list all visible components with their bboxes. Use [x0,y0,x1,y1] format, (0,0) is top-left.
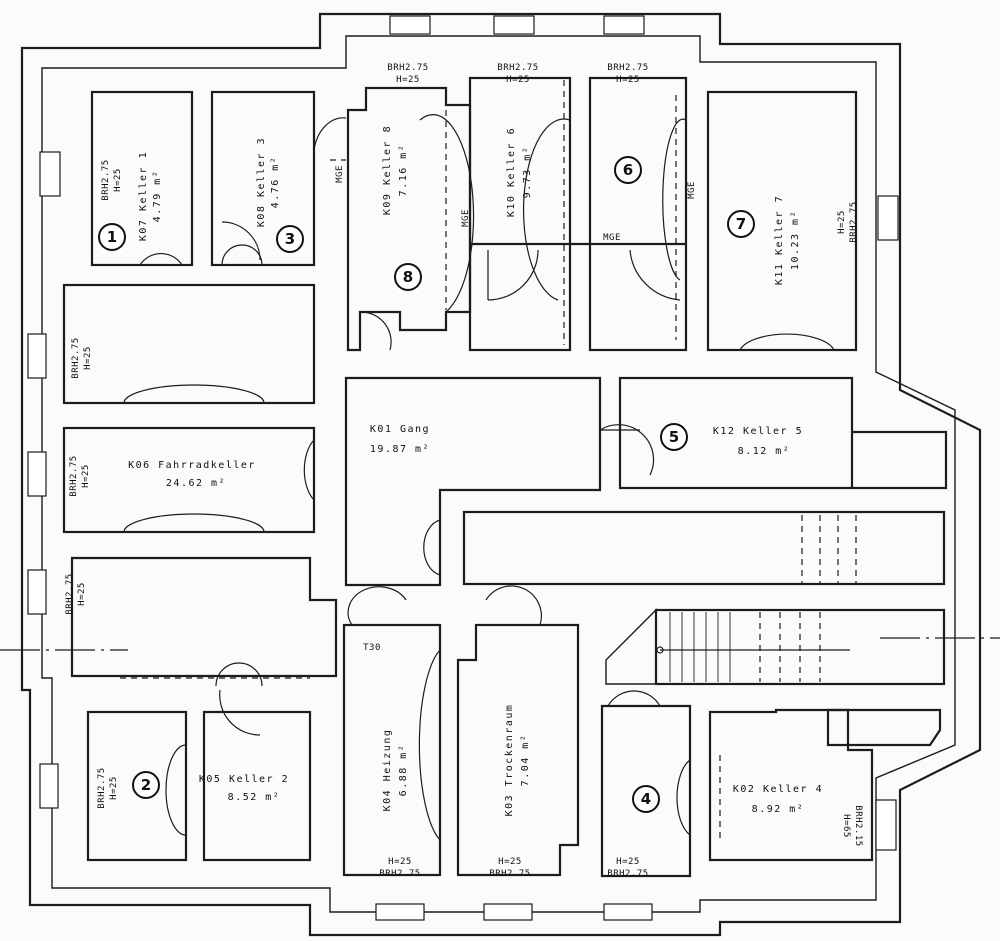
window-k02hall-brh: BRH2.75 [607,869,648,879]
room-k01-area: 19.87 m² [370,444,430,455]
stair-treads [669,612,731,682]
room-k04 [342,623,442,877]
window-k07-h: H=25 [113,168,123,192]
outer-wall [20,12,982,937]
room-k05-area: 8.52 m² [228,792,281,803]
mge-label-3: MGE [603,233,621,243]
room-k09-code: K09 Keller 8 [382,125,393,215]
room-west-lower [70,556,338,678]
room-number-3: 3 [276,225,304,253]
room-k11 [706,90,858,352]
door-k04-label: T30 [363,643,381,653]
window-k10b-brh: BRH2.75 [607,63,648,73]
room-k08-code: K08 Keller 3 [256,137,267,227]
mge-label-1: MGE [335,165,345,183]
room-k02-code: K02 Keller 4 [733,784,823,795]
mge-label-4: MGE [687,181,697,199]
room-k10b [588,76,688,352]
window-k02hall-h: H=25 [616,857,640,867]
window-k02-brh: BRH2.15 [853,805,863,846]
window-k07-brh: BRH2.75 [101,159,111,200]
svg-text:6: 6 [623,161,633,179]
room-k10 [468,76,572,352]
svg-text:7: 7 [736,215,746,233]
window-west-lower-brh: BRH2.75 [65,573,75,614]
mge-label-2: MGE [461,209,471,227]
window-k11-h: H=25 [837,210,847,234]
room-k10-code: K10 Keller 6 [506,127,517,217]
svg-text:2: 2 [141,776,151,794]
room-k10-area: 9.73 m² [522,146,533,199]
room-number-7: 7 [727,210,755,238]
inner-outline [41,35,956,913]
room-k06 [62,426,316,534]
room-k02 [708,708,874,862]
room-k12-area: 8.12 m² [738,446,791,457]
room-k08-area: 4.76 m² [270,156,281,209]
room-k09-area: 7.16 m² [398,144,409,197]
room-k05-code: K05 Keller 2 [199,774,289,785]
window-k04-h: H=25 [388,857,412,867]
window-west-upper-brh: BRH2.75 [71,337,81,378]
room-west-upper [62,283,316,405]
window-k11-brh: BRH2.75 [849,201,859,242]
room-k03-area: 7.04 m² [520,734,531,787]
room-k02-hall [600,704,692,878]
room-k09 [346,86,472,352]
room-number-4: 4 [632,785,660,813]
room-k01-code: K01 Gang [370,424,430,435]
room-k06-code: K06 Fahrradkeller [128,460,256,471]
window-k03-brh: BRH2.75 [489,869,530,879]
room-k07-code: K07 Keller 1 [138,151,149,241]
room-k11-code: K11 Keller 7 [774,195,785,285]
room-k04-area: 6.88 m² [398,744,409,797]
window-k10-brh: BRH2.75 [497,63,538,73]
room-k12-code: K12 Keller 5 [713,426,803,437]
room-k03-code: K03 Trockenraum [504,704,515,817]
window-k09-h: H=25 [396,75,420,85]
room-k08 [210,90,316,267]
room-number-5: 5 [660,423,688,451]
room-k03 [456,623,580,877]
room-k11-area: 10.23 m² [790,210,801,270]
room-k06-area: 24.62 m² [166,478,226,489]
window-k10-h: H=25 [506,75,530,85]
svg-text:8: 8 [403,268,413,286]
window-k05-brh: BRH2.75 [97,767,107,808]
window-k02-h: H=65 [841,814,851,838]
room-number-6: 6 [614,156,642,184]
svg-text:5: 5 [669,428,679,446]
room-k04-code: K04 Heizung [382,729,393,812]
room-mid-corridor [462,510,946,586]
svg-text:1: 1 [107,228,117,246]
window-k03-h: H=25 [498,857,522,867]
room-k05-a [86,710,188,862]
room-k07-area: 4.79 m² [152,170,163,223]
window-k10b-h: H=25 [616,75,640,85]
window-west-upper-h: H=25 [83,346,93,370]
window-k09-brh: BRH2.75 [387,63,428,73]
room-k07 [90,90,194,267]
room-number-1: 1 [98,223,126,251]
room-k01 [344,376,602,587]
door-k08 [221,221,261,261]
window-k06-brh: BRH2.75 [69,455,79,496]
window-k06-h: H=25 [81,464,91,488]
window-west-lower-h: H=25 [77,582,87,606]
door-k07 [139,252,183,266]
window-k05-h: H=25 [109,776,119,800]
room-k02-area: 8.92 m² [752,804,805,815]
room-k05 [202,710,312,862]
svg-text:4: 4 [641,790,651,808]
room-number-2: 2 [132,771,160,799]
room-number-8: 8 [394,263,422,291]
svg-text:3: 3 [285,230,295,248]
window-k04-brh: BRH2.75 [379,869,420,879]
